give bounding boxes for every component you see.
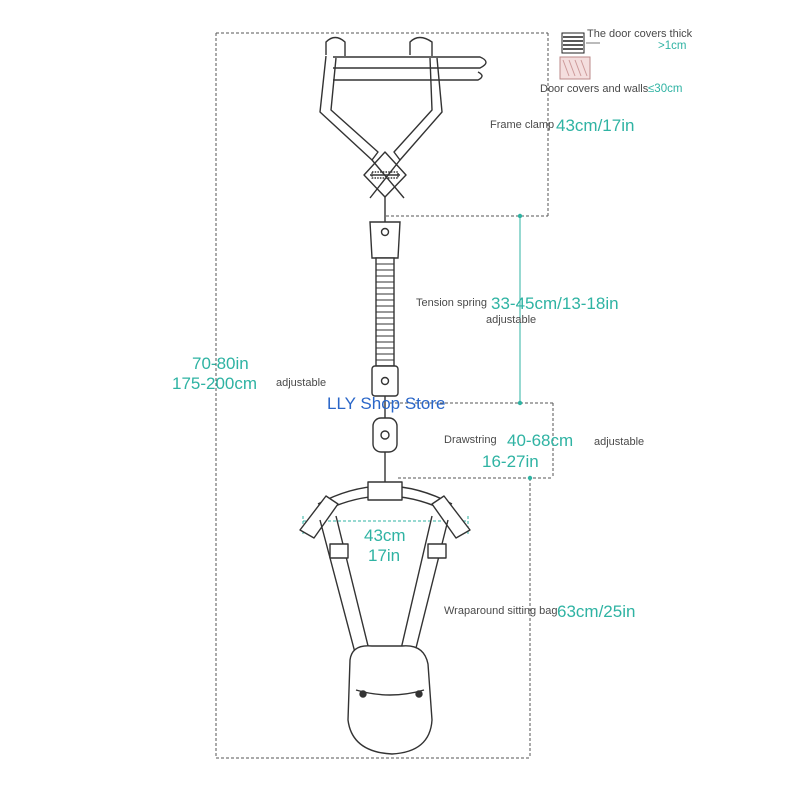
wall-cover-value: ≤30cm xyxy=(648,83,683,95)
door-thickness-value: >1cm xyxy=(658,40,687,52)
tension-spring xyxy=(369,221,401,482)
sitting-bag-label: Wraparound sitting bag xyxy=(444,605,558,617)
frame-clamp-value: 43cm/17in xyxy=(556,116,635,135)
tension-spring-note: adjustable xyxy=(486,314,537,326)
seat-width-in: 17in xyxy=(368,546,401,565)
wall-cover-icon xyxy=(559,56,591,80)
frame-clamp-label: Frame clamp xyxy=(490,119,555,131)
frame-clamp xyxy=(319,36,487,222)
drawstring-label: Drawstring xyxy=(444,434,497,446)
drawstring-cm: 40-68cm xyxy=(507,431,574,450)
overall-length-note: adjustable xyxy=(276,377,327,389)
sitting-bag-value: 63cm/25in xyxy=(557,602,636,621)
overall-length-in: 70-80in xyxy=(192,354,249,373)
drawstring-note: adjustable xyxy=(594,436,645,448)
seat-width-cm: 43cm xyxy=(364,526,406,545)
door-thickness-label: The door covers thick xyxy=(587,28,693,40)
tension-spring-value: 33-45cm/13-18in xyxy=(491,294,619,313)
wall-cover-label: Door covers and walls xyxy=(540,83,649,95)
overall-length-cm: 175-200cm xyxy=(172,374,258,393)
tension-spring-label: Tension spring xyxy=(416,297,487,309)
drawstring-in: 16-27in xyxy=(482,452,539,471)
store-watermark: LLY Shop Store xyxy=(327,394,446,413)
seat-frame xyxy=(299,481,471,755)
door-thickness-icon xyxy=(561,32,600,54)
